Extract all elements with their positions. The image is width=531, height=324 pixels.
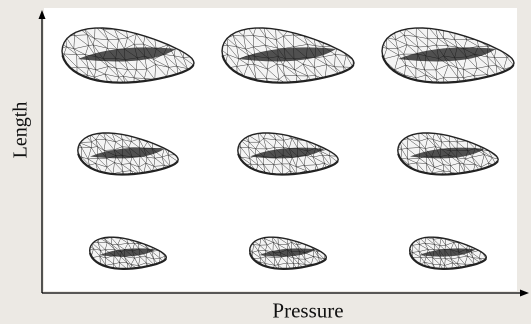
x-axis-label: Pressure	[272, 299, 343, 324]
y-axis-label: Length	[10, 102, 33, 159]
y-axis-arrow-icon	[39, 10, 46, 19]
x-axis-arrow-icon	[520, 290, 529, 297]
